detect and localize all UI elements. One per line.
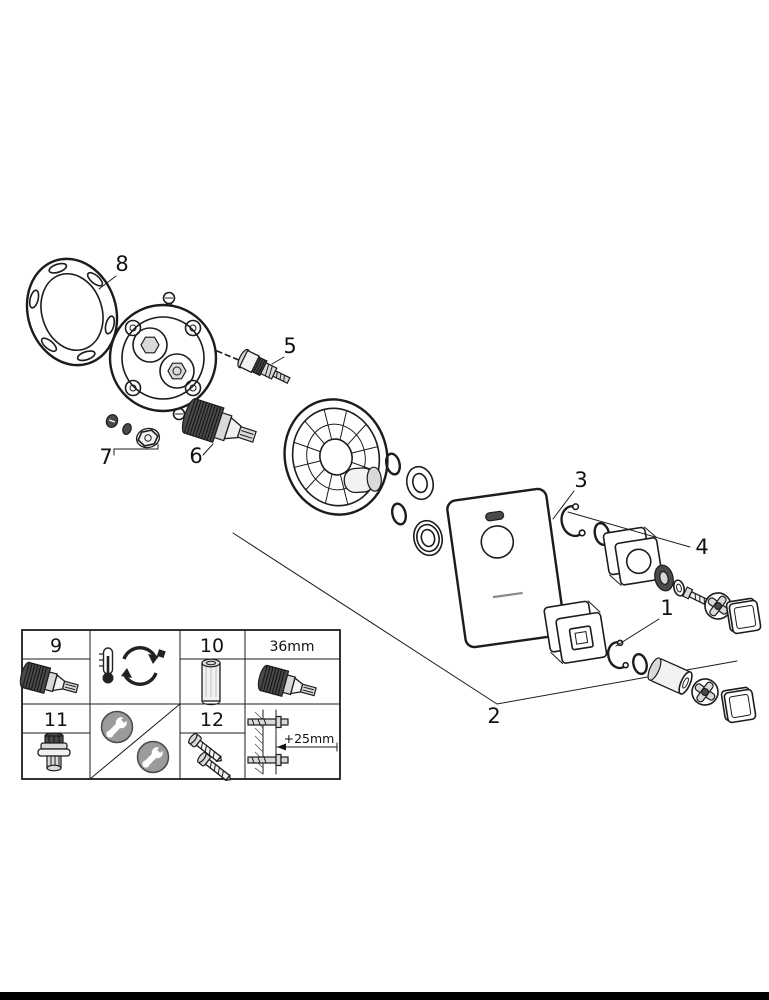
escutcheon-block	[543, 600, 608, 665]
plug-set-parts	[105, 414, 161, 456]
square-cap	[720, 685, 757, 725]
legend-label-36mm: 36mm	[269, 639, 314, 655]
callout-6: 6	[189, 444, 202, 468]
callout-8-leader	[98, 275, 117, 290]
callout-3-leader	[552, 490, 575, 520]
diagonal-divider	[89, 703, 181, 780]
valve-top-screw	[162, 291, 176, 309]
sleeve	[647, 657, 693, 695]
handle-knob	[689, 676, 721, 708]
o-ring-b	[391, 502, 407, 526]
knurled-nut	[654, 564, 674, 592]
temperature-adjust-icon	[99, 646, 166, 686]
gasket-part	[25, 257, 119, 367]
callout-5: 5	[283, 334, 296, 358]
escutcheon-block	[602, 526, 663, 586]
retaining-clip	[606, 639, 629, 670]
shutoff-valve-icon	[37, 732, 71, 772]
wall-depth-diagram: +25mm	[247, 709, 338, 775]
seal-gland-a	[405, 465, 435, 501]
rough-in-valve-body	[108, 291, 218, 421]
rosette-carrier	[283, 398, 389, 516]
callout-6-leader	[202, 443, 214, 456]
diverter-handle-parts	[560, 503, 762, 636]
anchor-bolt	[247, 753, 289, 767]
callout-5-leader	[271, 356, 285, 365]
plate-button	[485, 510, 505, 522]
handle-assembly-parts	[543, 600, 757, 725]
assembly-axis-dashes	[216, 350, 242, 362]
callout-4-leader	[567, 511, 691, 548]
callout-4: 4	[695, 535, 708, 559]
cover-plate-part	[446, 487, 566, 649]
callout-8: 8	[115, 252, 128, 276]
depth-dimension-label: +25mm	[284, 731, 335, 746]
anchor-bolt	[247, 715, 289, 729]
legend-label-9: 9	[50, 635, 62, 657]
shutoff-cartridge-part	[237, 348, 291, 385]
o-ring-a	[385, 452, 401, 476]
legend-table: 9 10 36mm 11 12	[17, 629, 341, 786]
legend-label-11: 11	[44, 709, 68, 731]
extension-part-icon	[201, 658, 221, 706]
seal-gland-b	[412, 519, 444, 557]
wrench-icon	[100, 710, 134, 744]
callout-2: 2	[487, 704, 500, 728]
callout-1: 1	[660, 596, 673, 620]
thermostat-cartridge-part	[181, 398, 257, 444]
washer	[672, 579, 686, 597]
footer-bar	[0, 992, 769, 1000]
callout-3: 3	[574, 468, 587, 492]
callout-7: 7	[99, 445, 112, 469]
o-ring	[632, 652, 648, 676]
square-cap	[725, 596, 762, 636]
callout-1-leader	[615, 618, 660, 647]
wrench-icon	[136, 740, 170, 774]
legend-label-12: 12	[200, 709, 224, 731]
retaining-ring	[560, 503, 586, 538]
legend-label-10: 10	[200, 635, 224, 657]
